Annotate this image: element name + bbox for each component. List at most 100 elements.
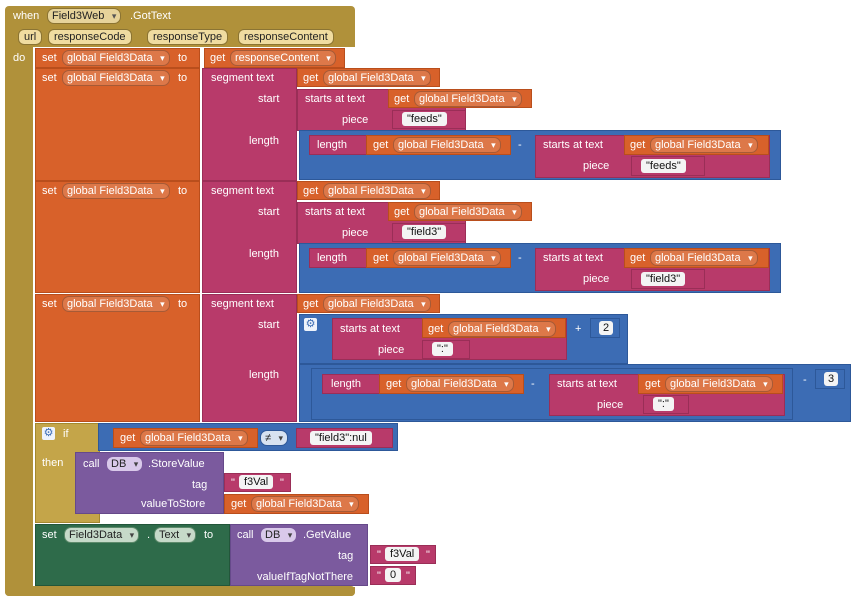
then-label: then xyxy=(42,457,64,469)
starts-at-text-label: starts at text xyxy=(305,93,365,105)
segment-text-block-1[interactable] xyxy=(202,68,297,181)
starts-at-text-label: starts at text xyxy=(305,206,365,218)
property-dropdown-text[interactable]: Text xyxy=(154,527,197,543)
segment-text-label: segment text xyxy=(211,298,274,310)
get-label: get xyxy=(303,72,319,84)
get-variable-dropdown[interactable]: global Field3Data xyxy=(323,296,431,312)
piece-label: piece xyxy=(583,160,610,172)
text-literal-f3val[interactable]: f3Val xyxy=(385,547,420,561)
text-literal-field3[interactable]: "field3" xyxy=(641,272,686,286)
starts-at-text-label: starts at text xyxy=(543,139,603,151)
starts-at-text-label: starts at text xyxy=(557,378,617,390)
to-label: to xyxy=(178,52,188,64)
length-label: length xyxy=(249,369,279,381)
get-variable-dropdown[interactable]: global Field3Data xyxy=(393,250,501,266)
db-component-dropdown[interactable]: DB xyxy=(106,456,144,472)
valuetostore-label: valueToStore xyxy=(141,498,206,510)
call-label: call xyxy=(237,529,254,541)
set-variable-block-2[interactable] xyxy=(35,68,200,181)
param-responsetype[interactable]: responseType xyxy=(147,29,229,45)
starts-at-text-label: starts at text xyxy=(543,252,603,264)
variable-dropdown[interactable]: global Field3Data xyxy=(62,70,170,86)
to-label: to xyxy=(204,529,214,541)
get-variable-dropdown[interactable]: global Field3Data xyxy=(140,430,248,446)
text-literal-colon[interactable]: ":" xyxy=(653,397,674,411)
get-label: get xyxy=(373,252,389,264)
set-label: set xyxy=(42,529,57,541)
piece-label: piece xyxy=(378,344,405,356)
get-variable-dropdown[interactable]: global Field3Data xyxy=(323,70,431,86)
compare-operator-dropdown[interactable]: ≠ xyxy=(260,430,289,446)
text-literal-f3val[interactable]: f3Val xyxy=(239,475,274,489)
get-label: get xyxy=(120,432,136,444)
db-getvalue-block[interactable] xyxy=(230,524,368,586)
minus-operator: - xyxy=(518,139,522,151)
piece-label: piece xyxy=(597,399,624,411)
when-label: when xyxy=(13,10,40,22)
length-label: length xyxy=(317,252,347,264)
get-variable-dropdown[interactable]: global Field3Data xyxy=(650,250,758,266)
text-literal-feeds[interactable]: "feeds" xyxy=(641,159,686,173)
get-variable-dropdown[interactable]: global Field3Data xyxy=(251,496,359,512)
variable-dropdown[interactable]: global Field3Data xyxy=(62,183,170,199)
text-literal-zero[interactable]: 0 xyxy=(385,568,402,582)
piece-label: piece xyxy=(583,273,610,285)
get-label: get xyxy=(303,185,319,197)
get-label: get xyxy=(630,139,646,151)
get-variable-dropdown[interactable]: responseContent xyxy=(230,50,336,66)
db-storevalue-block[interactable] xyxy=(75,452,224,514)
dot-separator: . xyxy=(147,529,151,541)
do-label: do xyxy=(13,52,26,64)
get-variable-dropdown[interactable]: global Field3Data xyxy=(323,183,431,199)
set-label: set xyxy=(42,72,57,84)
get-label: get xyxy=(303,298,319,310)
quote-open: " xyxy=(377,549,381,561)
quote-close: " xyxy=(406,570,410,582)
mutator-gear-icon[interactable]: ⚙ xyxy=(42,427,55,440)
start-label: start xyxy=(258,319,280,331)
text-literal-field3nul[interactable]: "field3":nul xyxy=(310,431,372,445)
segment-text-label: segment text xyxy=(211,72,274,84)
text-literal-colon[interactable]: ":" xyxy=(432,342,453,356)
get-label: get xyxy=(428,323,444,335)
get-variable-dropdown[interactable]: global Field3Data xyxy=(650,137,758,153)
variable-dropdown[interactable]: global Field3Data xyxy=(62,296,170,312)
event-name-label: .GotText xyxy=(130,10,171,22)
segment-text-block-2[interactable] xyxy=(202,181,297,293)
set-label: set xyxy=(42,52,57,64)
get-variable-dropdown[interactable]: global Field3Data xyxy=(448,321,556,337)
call-label: call xyxy=(83,458,100,470)
piece-label: piece xyxy=(342,227,369,239)
component-dropdown-field3web[interactable]: Field3Web xyxy=(47,8,122,24)
quote-close: " xyxy=(280,477,284,489)
get-variable-dropdown[interactable]: global Field3Data xyxy=(414,204,522,220)
quote-open: " xyxy=(377,570,381,582)
number-literal-2[interactable]: 2 xyxy=(599,321,614,335)
set-variable-block-4[interactable] xyxy=(35,294,200,422)
get-variable-dropdown[interactable]: global Field3Data xyxy=(393,137,501,153)
minus-operator: - xyxy=(803,374,807,386)
to-label: to xyxy=(178,185,188,197)
param-url[interactable]: url xyxy=(18,29,43,45)
segment-text-block-3[interactable] xyxy=(202,294,297,422)
param-responsecode[interactable]: responseCode xyxy=(48,29,132,45)
tag-label: tag xyxy=(338,550,354,562)
param-responsecontent[interactable]: responseContent xyxy=(238,29,334,45)
get-variable-dropdown[interactable]: global Field3Data xyxy=(414,91,522,107)
component-dropdown-field3data[interactable]: Field3Data xyxy=(64,527,140,543)
text-literal-field3[interactable]: "field3" xyxy=(402,225,447,239)
set-variable-block-3[interactable] xyxy=(35,181,200,293)
number-literal-3[interactable]: 3 xyxy=(824,372,839,386)
variable-dropdown[interactable]: global Field3Data xyxy=(62,50,170,66)
plus-operator: + xyxy=(575,323,582,335)
db-component-dropdown[interactable]: DB xyxy=(260,527,298,543)
getvalue-method-label: .GetValue xyxy=(303,529,352,541)
starts-at-text-label: starts at text xyxy=(340,323,400,335)
mutator-gear-icon[interactable]: ⚙ xyxy=(304,318,317,331)
piece-label: piece xyxy=(342,114,369,126)
text-literal-feeds[interactable]: "feeds" xyxy=(402,112,447,126)
get-variable-dropdown[interactable]: global Field3Data xyxy=(406,376,514,392)
get-label: get xyxy=(394,93,410,105)
get-label: get xyxy=(630,252,646,264)
get-variable-dropdown[interactable]: global Field3Data xyxy=(665,376,773,392)
